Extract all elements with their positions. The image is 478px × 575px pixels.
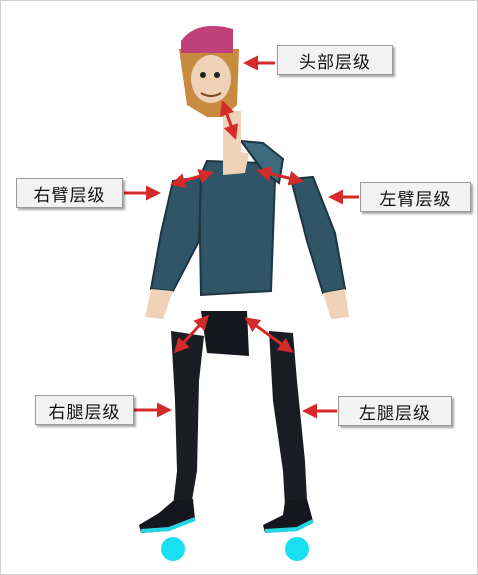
right-arm-layer-label: 右臂层级	[16, 178, 123, 208]
label-arrows	[124, 55, 359, 419]
character-shoes	[139, 499, 314, 533]
head-layer-label: 头部层级	[277, 45, 393, 75]
character-left-arm	[289, 175, 349, 319]
character-right-arm	[145, 175, 203, 319]
hierarchy-arrows	[170, 100, 304, 354]
character-legs	[171, 311, 307, 506]
right-leg-layer-label: 右腿层级	[35, 395, 134, 425]
left-arm-layer-label: 左臂层级	[360, 182, 471, 212]
wheel-right	[285, 537, 309, 561]
wheel-left	[161, 537, 185, 561]
character-head	[179, 25, 239, 117]
character-torso	[197, 139, 285, 297]
left-leg-layer-label: 左腿层级	[338, 396, 452, 426]
